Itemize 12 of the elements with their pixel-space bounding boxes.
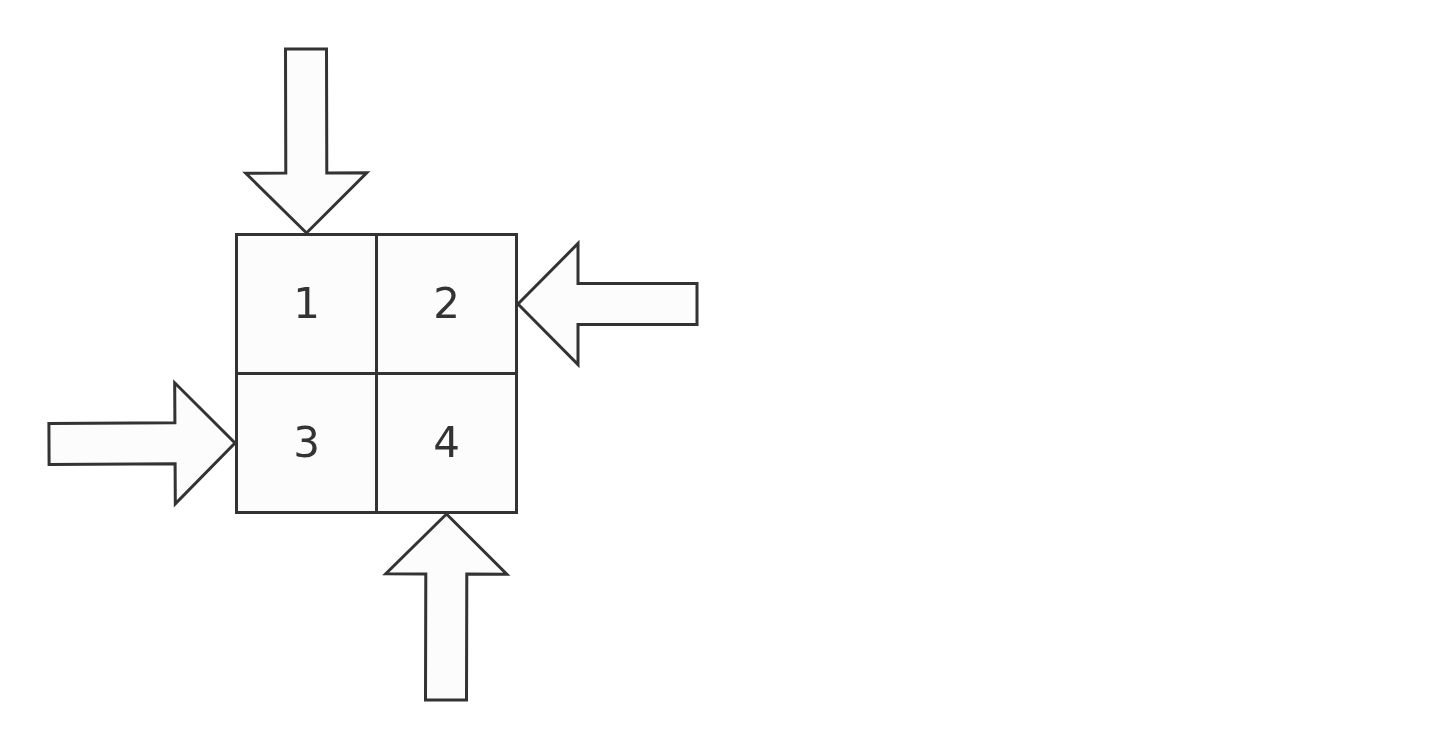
block-arrow (47, 379, 238, 508)
grid-cell-box (235, 233, 378, 375)
cell-number: 4 (433, 422, 460, 464)
cell-number: 2 (433, 283, 460, 325)
block-arrow (382, 511, 511, 702)
cell-number: 3 (293, 422, 320, 464)
grid-cell-box (375, 233, 518, 375)
block-arrow (515, 239, 699, 369)
grid-cell-box (375, 372, 518, 514)
cell-number: 1 (293, 283, 320, 325)
grid-cell-box (235, 372, 378, 514)
block-arrow (242, 47, 371, 236)
